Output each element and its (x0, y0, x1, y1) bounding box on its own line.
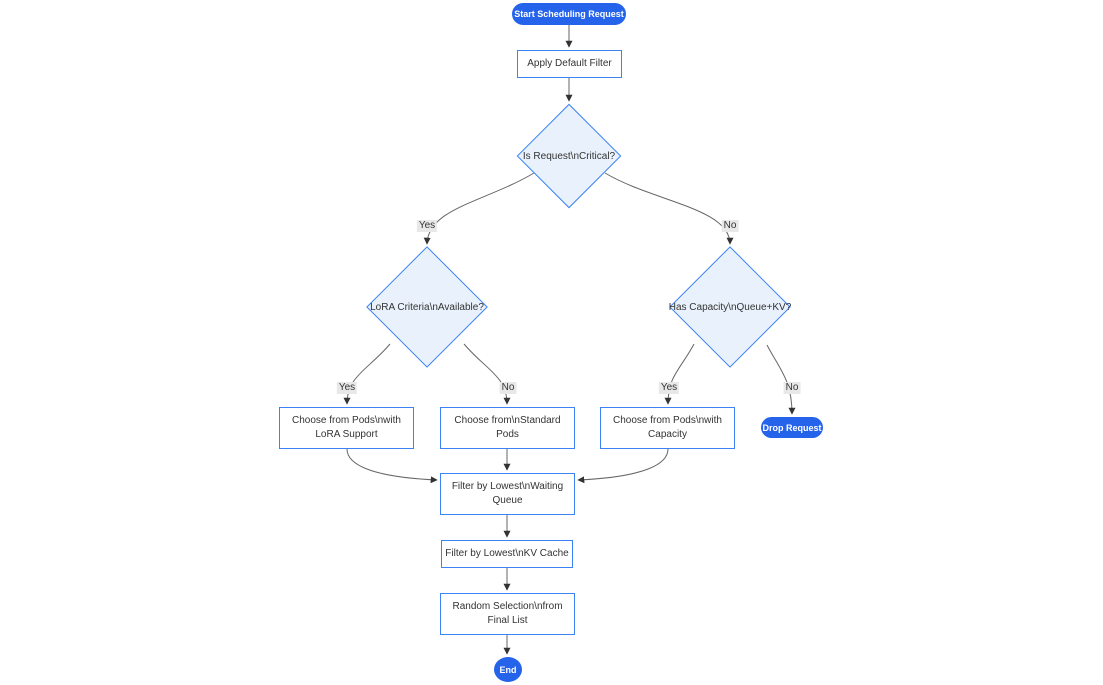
node-label-line: Choose from Pods\nwith (292, 415, 401, 426)
edge-capacitypods-to-filterqueue (577, 448, 669, 484)
node-choose-pods-capacity: Choose from Pods\nwith Capacity (600, 407, 735, 449)
node-label: Apply Default Filter (527, 58, 612, 69)
node-choose-standard-pods: Choose from\nStandard Pods (440, 407, 575, 449)
edge-critical-no (604, 172, 734, 245)
node-start-scheduling-request: Start Scheduling Request (512, 3, 626, 25)
node-drop-request: Drop Request (761, 417, 823, 438)
node-random-selection-final-list: Random Selection\nfrom Final List (440, 593, 575, 635)
decision-has-capacity-queue-kv: Has Capacity\nQueue+KV? (669, 246, 791, 368)
decision-lora-criteria-available: LoRA Criteria\nAvailable? (366, 246, 488, 368)
decision-label: Has Capacity\nQueue+KV? (668, 301, 792, 313)
node-label-line: Queue (492, 495, 523, 506)
node-label-line: Random Selection\nfrom (452, 601, 563, 612)
node-label-line: Final List (487, 615, 528, 626)
node-label-line: Pods (496, 429, 519, 440)
edge-label-lora-yes: Yes (336, 382, 358, 394)
node-apply-default-filter: Apply Default Filter (517, 50, 622, 78)
decision-is-request-critical: Is Request\nCritical? (516, 103, 622, 209)
edge-label-critical-yes: Yes (416, 220, 438, 232)
node-label-line: Choose from Pods\nwith (613, 415, 722, 426)
node-end: End (494, 657, 522, 682)
edge-label-lora-no: No (499, 382, 517, 394)
node-label-line: Filter by Lowest\nWaiting (451, 481, 564, 492)
node-choose-pods-lora-support: Choose from Pods\nwith LoRA Support (279, 407, 414, 449)
edge-lorapods-to-filterqueue (346, 448, 438, 484)
edge-label-critical-no: No (721, 220, 739, 232)
node-label-line: Capacity (648, 429, 687, 440)
node-filter-lowest-waiting-queue: Filter by Lowest\nWaiting Queue (440, 473, 575, 515)
edge-label-capacity-yes: Yes (658, 382, 680, 394)
node-filter-lowest-kv-cache: Filter by Lowest\nKV Cache (441, 540, 573, 568)
node-label-line: Choose from\nStandard (454, 415, 561, 426)
decision-label: LoRA Criteria\nAvailable? (370, 301, 484, 313)
decision-label: Is Request\nCritical? (522, 150, 616, 162)
edge-label-capacity-no: No (783, 382, 801, 394)
node-label-line: LoRA Support (315, 429, 378, 440)
node-label: Filter by Lowest\nKV Cache (445, 548, 569, 559)
